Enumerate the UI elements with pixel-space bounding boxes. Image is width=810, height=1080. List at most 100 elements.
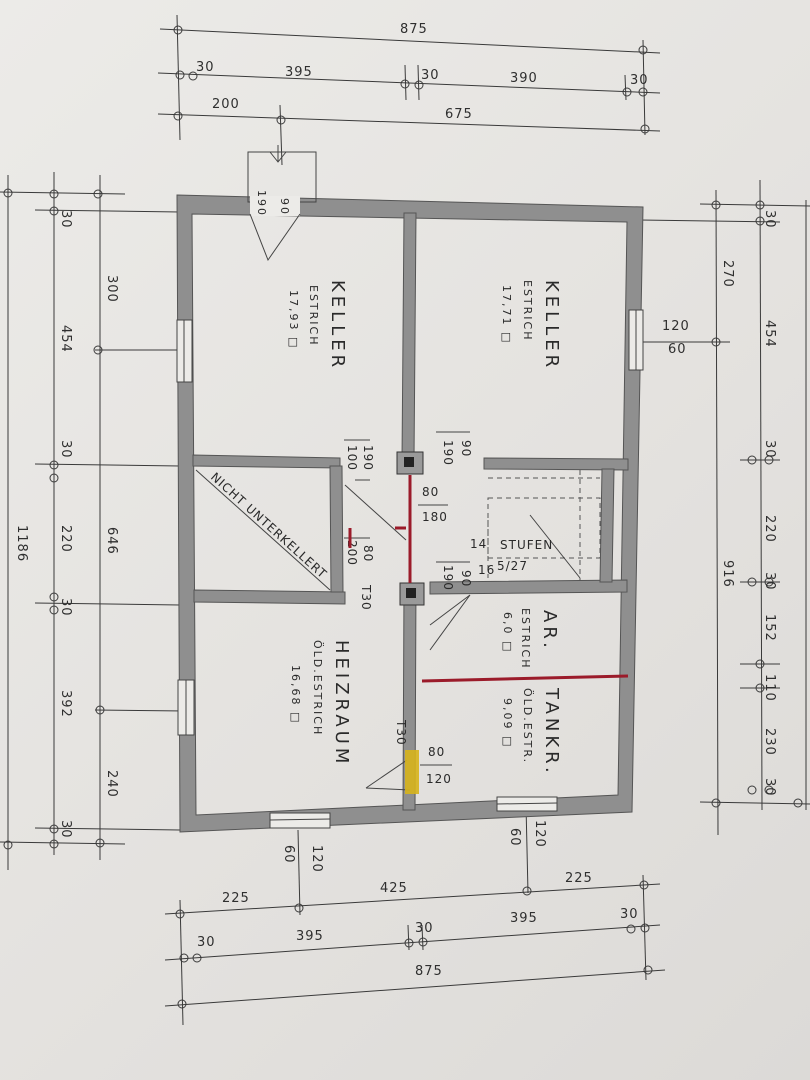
door-heiz-width: 80 — [428, 745, 445, 759]
yellow-mark-door — [405, 750, 419, 794]
chimney-bottom-flue-icon — [406, 588, 416, 598]
stair-ratio: 5/27 — [497, 559, 528, 573]
door-swing-heiz — [365, 759, 408, 789]
room-tankr-area: 9,09 □ — [501, 698, 514, 748]
entry-door-swing — [249, 213, 301, 262]
stair-label: STUFEN — [500, 538, 553, 552]
entry-door-height: 190 — [255, 190, 268, 217]
outer-wall — [176, 194, 644, 833]
dim-right-30-c: 30 — [762, 572, 777, 591]
window-bottom-right-width: 120 — [532, 820, 547, 848]
dim-right-152: 152 — [762, 614, 777, 642]
fire-door-label-1: T30 — [359, 584, 373, 611]
room-ar-floor: ESTRICH — [519, 608, 532, 670]
entry-door-opening[interactable] — [250, 196, 300, 216]
dim-right-1186: 1186 — [808, 452, 810, 489]
dim-right-270: 270 — [720, 260, 735, 288]
door-swing-corridor — [344, 484, 407, 541]
entry-arrow-icon — [269, 145, 287, 163]
dim-right-220: 220 — [762, 515, 777, 543]
room-keller-right-area: 17,71 □ — [500, 285, 513, 344]
dim-left-454: 454 — [58, 325, 73, 353]
door-ar-width: 190 — [441, 565, 455, 591]
dim-left-30-b: 30 — [58, 440, 73, 459]
stair-wall-right — [599, 468, 615, 583]
door-keller2-width: 190 — [441, 440, 455, 466]
dim-bottom-225-b: 225 — [565, 871, 593, 886]
chimney-top-flue-icon — [404, 457, 414, 467]
stair-direction-line — [529, 514, 581, 579]
dim-right-30-b: 30 — [762, 440, 777, 459]
dim-top-200: 200 — [212, 97, 240, 112]
room-heizraum-name: HEIZRAUM — [331, 640, 352, 767]
right-cross-wall-bottom — [429, 579, 628, 595]
dim-left-300: 300 — [104, 275, 119, 303]
dim-left-30-d: 30 — [58, 820, 73, 839]
unexcavated-diagonal — [195, 469, 331, 591]
entry-door-width: 90 — [278, 198, 291, 216]
door-keller1-height: 190 — [361, 445, 375, 471]
dim-top-30-c: 30 — [630, 73, 649, 88]
dim-right-230: 230 — [762, 728, 777, 756]
dim-left-30-c: 30 — [58, 598, 73, 617]
left-cross-wall-bottom — [193, 589, 346, 605]
fire-door-label-2: T30 — [394, 719, 408, 746]
door-heiz-height: 120 — [426, 772, 452, 786]
bottom-dimension-chains: 225 425 225 30 395 30 395 30 875 — [164, 804, 666, 1026]
room-ar-name: AR. — [539, 610, 560, 652]
right-cross-wall-top — [483, 457, 629, 471]
dim-right-916: 916 — [720, 560, 735, 588]
window-bottom-left-width: 120 — [309, 845, 324, 873]
dim-bottom-30-c: 30 — [620, 907, 639, 922]
dim-left-220: 220 — [58, 525, 73, 553]
dim-top-675: 675 — [445, 107, 473, 122]
unexcavated-wall-right — [329, 465, 344, 593]
dim-bottom-30-a: 30 — [197, 935, 216, 950]
dim-right-30-d: 30 — [762, 778, 777, 797]
room-keller-right-name: KELLER — [541, 280, 562, 371]
window-right-width: 120 — [662, 319, 690, 334]
room-heizraum-area: 16,68 □ — [289, 665, 302, 724]
dim-top-30-b: 30 — [421, 68, 440, 83]
door-corridor-width: 200 — [345, 540, 359, 566]
red-mark-tank-wall — [421, 674, 629, 683]
window-right-height: 60 — [668, 342, 687, 357]
dim-bottom-395-b: 395 — [510, 911, 538, 926]
top-dimension-chains: 875 30 395 30 390 30 200 675 — [157, 14, 661, 166]
door-corridor-h2: 80 — [422, 485, 439, 499]
dim-bottom-425: 425 — [380, 881, 408, 896]
dim-right-110: 110 — [762, 674, 777, 702]
interior-doors: 100 190 190 90 200 80 80 180 190 90 80 1… — [344, 431, 473, 791]
dim-top-395: 395 — [285, 65, 313, 80]
window-bottom-left-height: 60 — [281, 845, 296, 864]
door-corridor-h3: 180 — [422, 510, 448, 524]
room-keller-left-name: KELLER — [327, 280, 348, 371]
dim-bottom-overall: 875 — [415, 964, 443, 979]
door-keller1-width: 100 — [345, 445, 359, 471]
building-walls — [176, 194, 644, 833]
staircase: 14 16 STUFEN 5/27 — [470, 470, 601, 580]
room-ar-area: 6,0 □ — [501, 612, 514, 653]
dim-top-390: 390 — [510, 71, 538, 86]
room-heizraum-floor: ÖLD.ESTRICH — [311, 640, 324, 736]
dim-top-30-a: 30 — [196, 60, 215, 75]
dim-left-646: 646 — [104, 527, 119, 555]
dim-bottom-395-a: 395 — [296, 929, 324, 944]
dim-bottom-225-a: 225 — [222, 891, 250, 906]
openings: 190 90 120 60 120 60 120 60 — [176, 145, 690, 873]
dim-left-30-a: 30 — [58, 210, 73, 229]
stair-count-14: 14 — [470, 537, 487, 551]
left-dimension-chains: 1186 300 646 240 30 454 30 220 30 392 30 — [0, 172, 186, 870]
door-corridor-height: 80 — [361, 545, 375, 562]
room-keller-right-floor: ESTRICH — [521, 280, 534, 342]
dim-top-overall: 875 — [400, 22, 428, 37]
door-keller2-height: 90 — [459, 440, 473, 457]
room-labels: KELLER ESTRICH 17,93 □ KELLER ESTRICH 17… — [195, 280, 562, 777]
left-cross-wall-top — [192, 454, 341, 469]
dim-right-30-a: 30 — [762, 210, 777, 229]
dim-bottom-30-b: 30 — [415, 921, 434, 936]
room-tankr-name: TANKR. — [541, 687, 562, 777]
dim-left-240: 240 — [104, 770, 119, 798]
